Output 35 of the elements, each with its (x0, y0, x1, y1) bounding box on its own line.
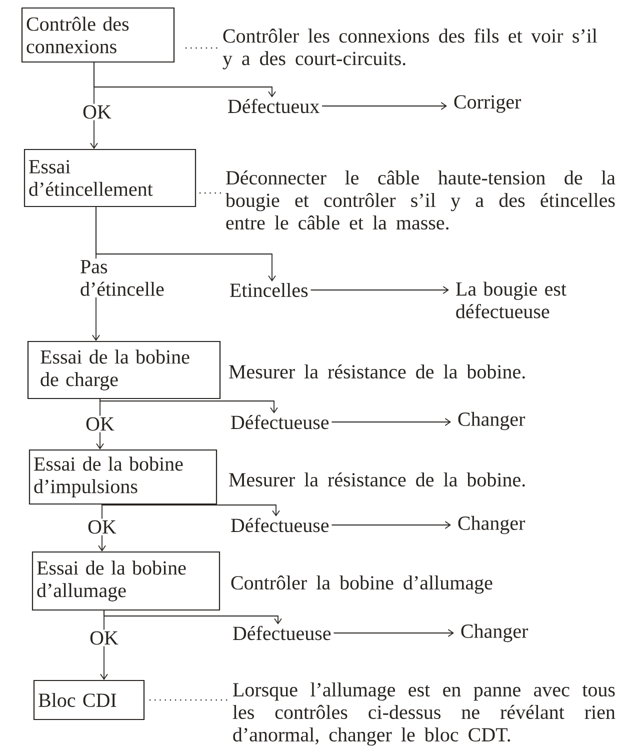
arrow (310, 286, 449, 294)
arrow (331, 418, 451, 426)
arrow (322, 102, 447, 110)
result-text: Changer (461, 624, 528, 642)
edge-label: OK (86, 518, 118, 536)
edge-label: Pas d’étincelle (78, 258, 178, 298)
edge-label: OK (81, 104, 113, 120)
step-box: Contrôle des connexions (21, 7, 175, 63)
step-box: Bloc CDI (33, 680, 145, 720)
result-text: Défectueux (228, 98, 320, 114)
arrow (102, 504, 280, 516)
result-text: Corriger (454, 95, 522, 113)
arrow (333, 629, 454, 637)
arrow (104, 610, 282, 624)
description-text: Contrôler les connexions des fils et voir s’il y a des court-circuits. (222, 28, 598, 70)
result-text: Défectueuse (231, 414, 329, 430)
description-text: Mesurer la résistance de la bobine. (229, 472, 525, 487)
step-box: Essai de la bobine d’impulsions (28, 449, 218, 505)
arrow (100, 398, 278, 414)
step-box: Essai de la bobine de charge (27, 340, 221, 400)
edge-label: OK (84, 416, 116, 432)
description-text: Déconnecter le câble haute-tension de la bougie et contrôler s’il y a des étincelles entre le câble et la masse. (225, 170, 616, 230)
result-text: Etincelles (230, 282, 308, 298)
result-text: Changer (458, 412, 526, 430)
edge-label: OK (88, 630, 120, 646)
result-text: La bougie est défectueuse (456, 282, 566, 318)
result-text: Changer (458, 516, 526, 534)
result-text: Défectueuse (231, 518, 329, 532)
arrow (331, 521, 451, 529)
arrow (94, 62, 276, 98)
description-text: Lorsque l’allumage est en panne avec tous les contrôles ci-dessus ne révélant rien d’anormal, changer le bloc CDT. (232, 682, 616, 746)
step-box: Essai d’étincellement (24, 148, 196, 208)
step-box: Essai de la bobine d’allumage (32, 551, 220, 611)
arrow (96, 206, 276, 282)
result-text: Défectueuse (233, 626, 331, 640)
